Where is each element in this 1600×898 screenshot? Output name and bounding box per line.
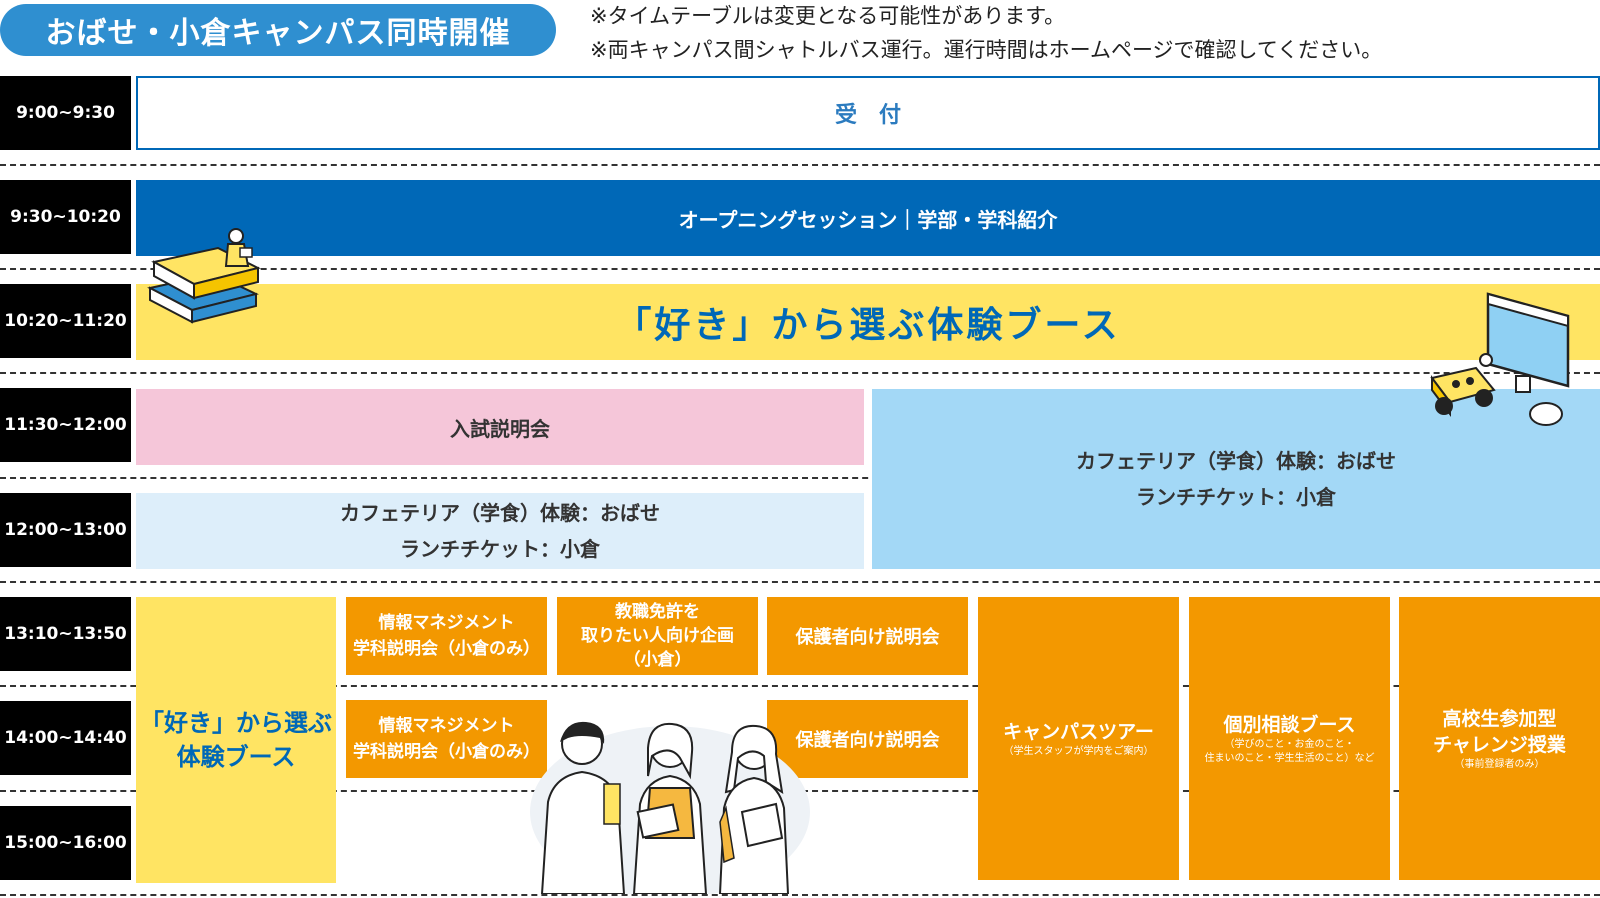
- cafeteria-right-line2: ランチチケット：小倉: [1136, 485, 1336, 509]
- experience-booth-side-block: 「好き」から選ぶ 体験ブース: [136, 597, 336, 883]
- experience-booth-label: 「好き」から選ぶ体験ブース: [615, 305, 1121, 346]
- cafeteria-block-left: カフェテリア（学食）体験：おばせ ランチチケット：小倉: [136, 493, 864, 569]
- info-management-block-2: 情報マネジメント 学科説明会（小倉のみ）: [346, 700, 547, 778]
- consultation-booth-block: 個別相談ブース （学びのこと・お金のこと・ 住まいのこと・学生生活のこと）など: [1189, 597, 1390, 880]
- info-management-line1: 情報マネジメント: [378, 716, 515, 736]
- books-reader-illustration: [147, 228, 261, 324]
- parents-briefing-block-1: 保護者向け説明会: [767, 597, 968, 675]
- info-management-line2: 学科説明会（小倉のみ）: [353, 742, 540, 762]
- note-timetable: ※タイムテーブルは変更となる可能性があります。: [590, 4, 1066, 28]
- time-slot-3: 10:20~11:20: [0, 284, 131, 358]
- reception-label: 受 付: [834, 103, 901, 128]
- note-shuttle: ※両キャンパス間シャトルバス運行。運行時間はホームページで確認してください。: [590, 38, 1383, 62]
- time-slot-7: 14:00~14:40: [0, 701, 131, 775]
- row-separator: [0, 268, 1600, 270]
- reception-block: 受 付: [136, 76, 1600, 150]
- parents-briefing-label: 保護者向け説明会: [795, 627, 940, 648]
- time-slot-5: 12:00~13:00: [0, 493, 131, 567]
- row-separator: [0, 164, 1600, 166]
- parents-briefing-block-2: 保護者向け説明会: [767, 700, 968, 778]
- challenge-class-sub: （事前登録者のみ）: [1454, 758, 1545, 770]
- time-slot-6: 13:10~13:50: [0, 597, 131, 671]
- students-illustration: [530, 721, 810, 894]
- row-separator: [0, 894, 1600, 896]
- booth-side-line1: 「好き」から選ぶ: [140, 709, 332, 737]
- teacher-license-block: 教職免許を 取りたい人向け企画 （小倉）: [557, 597, 758, 675]
- cafeteria-right-line1: カフェテリア（学食）体験：おばせ: [1076, 449, 1396, 473]
- campus-tour-label: キャンパスツアー: [1003, 720, 1154, 743]
- time-slot-8: 15:00~16:00: [0, 806, 131, 880]
- time-slot-4: 11:30~12:00: [0, 388, 131, 462]
- teacher-line3: （小倉）: [623, 650, 692, 670]
- campus-tour-block: キャンパスツアー （学生スタッフが学内をご案内）: [978, 597, 1179, 880]
- teacher-line2: 取りたい人向け企画: [581, 626, 734, 646]
- campus-badge: おばせ・小倉キャンパス同時開催: [0, 4, 556, 56]
- admission-briefing-label: 入試説明会: [450, 416, 550, 441]
- campus-tour-sub: （学生スタッフが学内をご案内）: [1003, 745, 1154, 757]
- challenge-class-line2: チャレンジ授業: [1433, 733, 1566, 756]
- row-separator: [0, 372, 1600, 374]
- parents-briefing-label: 保護者向け説明会: [795, 730, 940, 751]
- info-management-line1: 情報マネジメント: [378, 613, 515, 633]
- time-slot-1: 9:00~9:30: [0, 76, 131, 150]
- teacher-line1: 教職免許を: [615, 602, 700, 622]
- row-separator: [0, 685, 1600, 687]
- admission-briefing-block: 入試説明会: [136, 389, 864, 465]
- cafeteria-left-line1: カフェテリア（学食）体験：おばせ: [340, 501, 660, 525]
- booth-side-line2: 体験ブース: [176, 743, 296, 771]
- info-management-line2: 学科説明会（小倉のみ）: [353, 639, 540, 659]
- info-management-block-1: 情報マネジメント 学科説明会（小倉のみ）: [346, 597, 547, 675]
- consultation-sub2: 住まいのこと・学生生活のこと）など: [1204, 752, 1375, 764]
- robot-monitor-illustration: [1430, 292, 1570, 426]
- experience-booth-block: 「好き」から選ぶ体験ブース: [136, 284, 1600, 360]
- cafeteria-left-line2: ランチチケット：小倉: [400, 537, 600, 561]
- challenge-class-line1: 高校生参加型: [1442, 707, 1557, 730]
- time-slot-2: 9:30~10:20: [0, 180, 131, 254]
- row-separator: [0, 477, 1600, 479]
- row-separator: [0, 581, 1600, 583]
- cafeteria-block-right: カフェテリア（学食）体験：おばせ ランチチケット：小倉: [872, 389, 1600, 569]
- consultation-sub1: （学びのこと・お金のこと・: [1224, 738, 1355, 750]
- opening-session-label: オープニングセッション｜学部・学科紹介: [678, 207, 1058, 232]
- challenge-class-block: 高校生参加型 チャレンジ授業 （事前登録者のみ）: [1399, 597, 1600, 880]
- consultation-label: 個別相談ブース: [1223, 713, 1356, 736]
- opening-session-block: オープニングセッション｜学部・学科紹介: [136, 180, 1600, 256]
